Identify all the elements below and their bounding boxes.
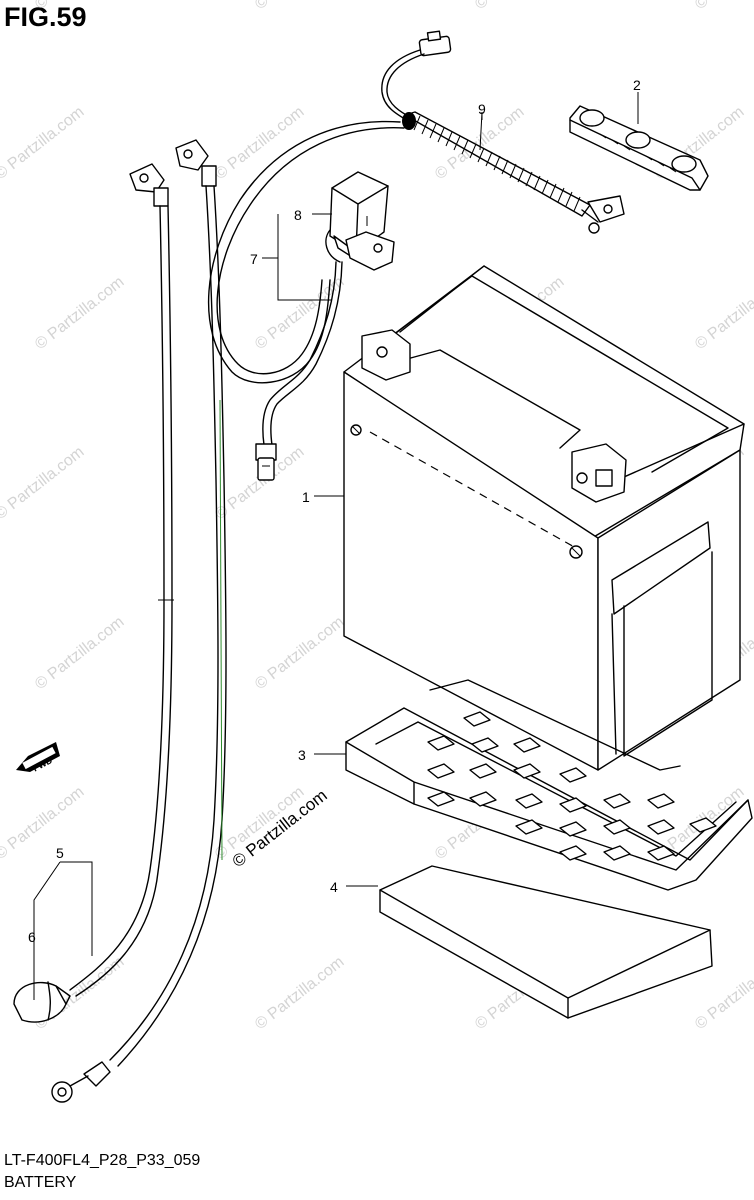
tray-hole [559, 797, 587, 813]
battery-pad-icon[interactable] [379, 865, 713, 1019]
callout-3[interactable]: 3 [298, 747, 306, 763]
watermark-text: © Partzilla.com [692, 273, 754, 353]
callout-8[interactable]: 8 [294, 207, 302, 223]
callout-1[interactable]: 1 [302, 489, 310, 505]
watermark-text: © Partzilla.com [692, 0, 754, 13]
starter-relay-icon[interactable] [255, 171, 395, 481]
tray-hole [559, 821, 587, 837]
watermark-text: © Partzilla.com [0, 103, 87, 183]
forward-direction-icon: FWD [16, 742, 60, 774]
tray-hole [559, 767, 587, 783]
tray-hole [469, 763, 497, 779]
tray-hole [647, 793, 675, 809]
watermark-text: © Partzilla.com [0, 443, 87, 523]
tray-hole [513, 763, 541, 779]
tray-holes [427, 711, 717, 861]
watermark-text: © Partzilla.com [252, 953, 347, 1033]
tray-hole [603, 845, 631, 861]
watermark-text: © Partzilla.com [252, 273, 347, 353]
battery-tray-icon[interactable] [345, 679, 753, 891]
tray-hole [427, 763, 455, 779]
callout-5[interactable]: 5 [56, 845, 64, 861]
watermark-text: © Partzilla.com [252, 0, 347, 13]
tray-hole [515, 819, 543, 835]
leader-lines [33, 92, 639, 1000]
watermark-text: © Partzilla.com [32, 0, 127, 13]
tray-hole [427, 791, 455, 807]
tray-hole [513, 737, 541, 753]
battery-terminal-cover-icon[interactable] [569, 105, 709, 191]
tray-hole [603, 793, 631, 809]
watermark-text: © Partzilla.com [472, 0, 567, 13]
watermark-text: © Partzilla.com [32, 273, 127, 353]
terminal-cap-icon[interactable] [13, 981, 71, 1023]
tray-hole [471, 737, 499, 753]
callout-labels: 1 2 3 4 5 6 7 8 9 [28, 77, 641, 945]
watermark-text: © Partzilla.com [212, 103, 307, 183]
watermark-text: © Partzilla.com [252, 613, 347, 693]
negative-cable-icon[interactable] [51, 139, 227, 1103]
watermark-text: © Partzilla.com [32, 613, 127, 693]
figure-title: FIG.59 [4, 2, 87, 32]
tray-hole [427, 735, 455, 751]
figure-name: BATTERY [4, 1174, 77, 1191]
tray-hole [689, 817, 717, 833]
callout-4[interactable]: 4 [330, 879, 338, 895]
tray-hole [603, 819, 631, 835]
battery-icon[interactable] [343, 265, 745, 771]
tray-hole [515, 793, 543, 809]
callout-7[interactable]: 7 [250, 251, 258, 267]
callout-6[interactable]: 6 [28, 929, 36, 945]
tray-hole [463, 711, 491, 727]
callout-9[interactable]: 9 [478, 101, 486, 117]
tray-hole [559, 845, 587, 861]
tray-hole [647, 845, 675, 861]
tray-hole [469, 791, 497, 807]
watermark-text: © Partzilla.com [0, 783, 87, 863]
figure-code: LT-F400FL4_P28_P33_059 [4, 1152, 201, 1169]
callout-2[interactable]: 2 [633, 77, 641, 93]
tray-hole [647, 819, 675, 835]
